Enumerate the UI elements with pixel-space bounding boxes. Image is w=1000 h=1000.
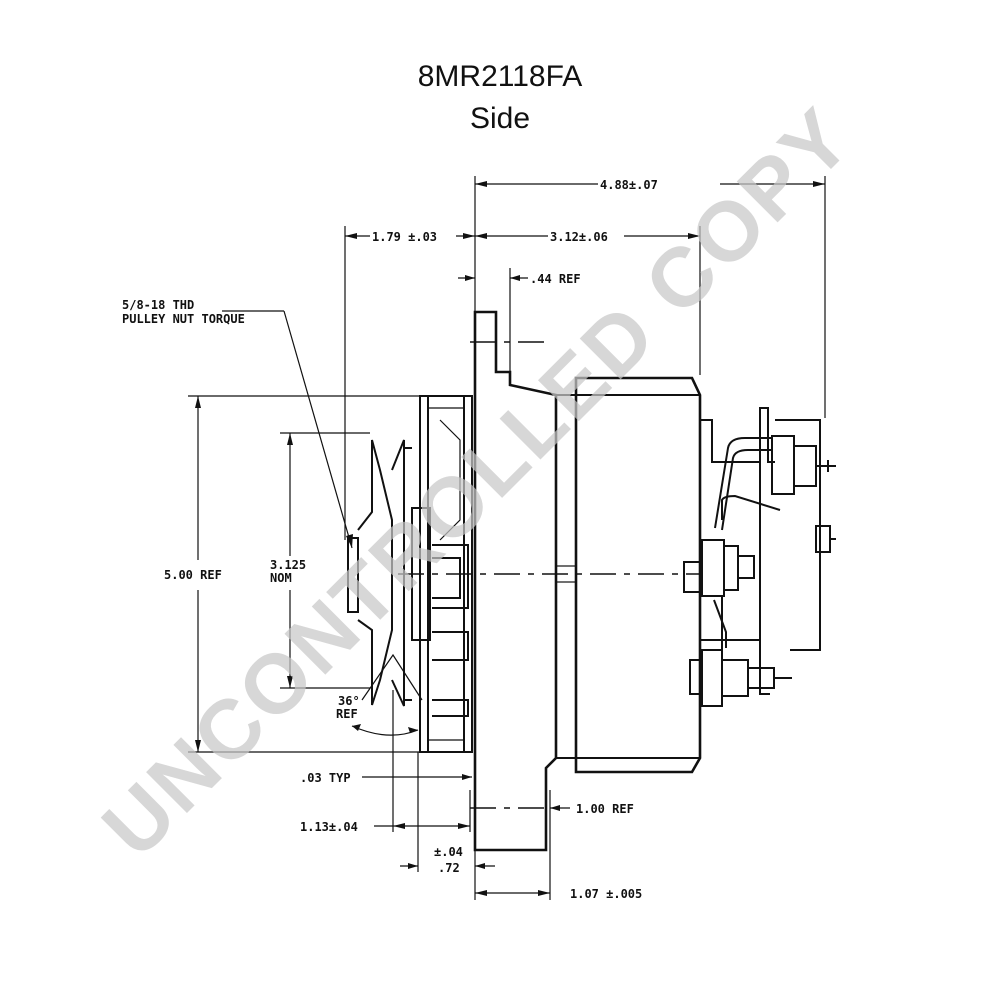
stator-body: [555, 376, 702, 774]
callout-leader: [222, 310, 353, 549]
dim-hub-value: .72: [438, 861, 460, 875]
terminals: [683, 435, 836, 707]
dim-pulley-width: 1.13±.04: [300, 820, 358, 834]
dim-flange-offset: .44 REF: [530, 272, 581, 286]
dim-flange-to-body: 3.12±.06: [550, 230, 608, 244]
dim-fan-diameter: 5.00 REF: [164, 568, 222, 582]
callout-torque: PULLEY NUT TORQUE: [122, 312, 245, 326]
dim-mount-length: 1.07 ±.005: [570, 887, 642, 901]
dim-pulley-to-flange: 1.79 ±.03: [372, 230, 437, 244]
drawing-subtitle: Side: [469, 102, 531, 135]
dim-pulley-diameter-note: NOM: [270, 571, 292, 585]
dim-groove-angle: 36°: [338, 694, 360, 708]
dim-ear-width: 1.00 REF: [576, 802, 634, 816]
dimension-labels: 4.88±.07 1.79 ±.03 3.12±.06 .44 REF 5/8-…: [122, 178, 658, 901]
dimension-lines: [195, 181, 825, 896]
dim-groove-angle-note: REF: [336, 707, 358, 721]
centerlines: [398, 341, 700, 809]
dim-typ: .03 TYP: [300, 771, 351, 785]
rear-housing: [700, 407, 821, 695]
drawing-title: 8MR2118FA: [417, 60, 583, 93]
dim-overall-length: 4.88±.07: [600, 178, 658, 192]
watermark: UNCONTROLLED COPY: [84, 89, 870, 875]
dim-pulley-diameter: 3.125: [270, 558, 306, 572]
callout-thread: 5/8-18 THD: [122, 298, 194, 312]
dim-hub-tol: ±.04: [434, 845, 463, 859]
